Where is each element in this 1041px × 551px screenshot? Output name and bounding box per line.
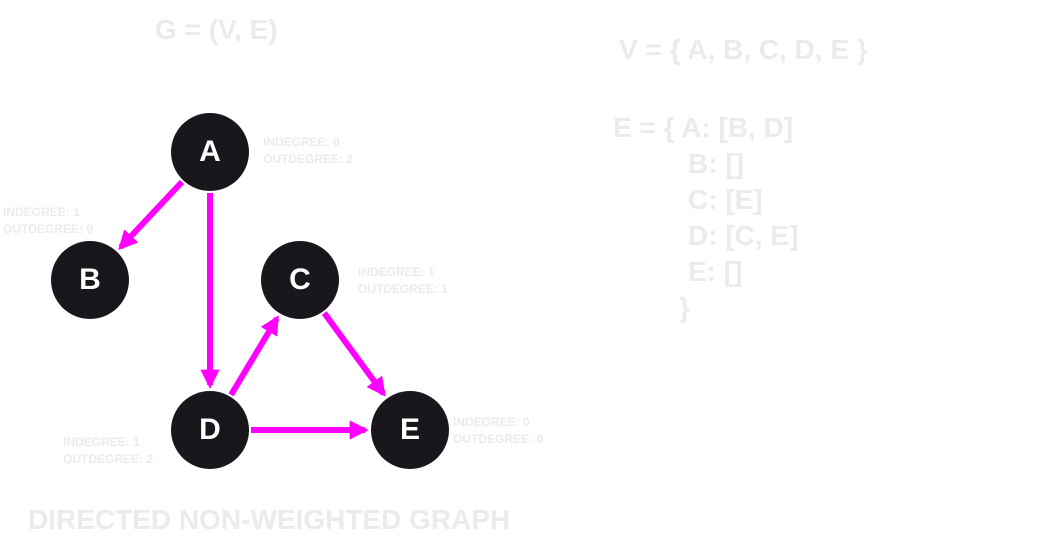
outdegree-d: OUTDEGREE: 2	[63, 452, 154, 466]
indegree-a: INDEGREE: 0	[263, 135, 340, 149]
node-circle-b	[51, 241, 129, 319]
node-circle-a	[171, 113, 249, 191]
vertex-set: V = { A, B, C, D, E }	[619, 34, 868, 65]
degree-label-e: INDEGREE: 0 OUTDEGREE: 0	[453, 414, 543, 448]
edge-set-line: D: [C, E]	[688, 220, 799, 251]
node-label-c: C	[289, 263, 311, 296]
edge-a-b	[118, 179, 185, 250]
node-label-e: E	[400, 413, 420, 446]
node-circle-c	[261, 241, 339, 319]
edge-set-line: }	[679, 292, 690, 323]
edge-set-line: E = { A: [B, D]	[613, 112, 794, 143]
node-circle-e	[371, 391, 449, 469]
degree-label-c: INDEGREE: 1 OUTDEGREE: 1	[358, 264, 448, 298]
outdegree-c: OUTDEGREE: 1	[358, 282, 449, 296]
edges-layer	[118, 179, 386, 440]
degree-label-a: INDEGREE: 0 OUTDEGREE: 2	[263, 134, 353, 168]
edge-set-line: C: [E]	[688, 184, 763, 215]
indegree-d: INDEGREE: 1	[63, 435, 140, 449]
graph-type-caption: DIRECTED NON-WEIGHTED GRAPH	[28, 504, 511, 535]
outdegree-e: OUTDEGREE: 0	[453, 432, 544, 446]
node-d: D	[171, 391, 249, 469]
node-a: A	[171, 113, 249, 191]
edge-set-line: E: []	[688, 256, 743, 287]
node-e: E	[371, 391, 449, 469]
node-label-b: B	[79, 263, 101, 296]
edge-c-e	[321, 311, 386, 397]
graph-title: G = (V, E)	[155, 14, 278, 45]
degree-label-b: INDEGREE: 1 OUTDEGREE: 0	[3, 204, 93, 238]
indegree-e: INDEGREE: 0	[453, 415, 530, 429]
outdegree-a: OUTDEGREE: 2	[263, 152, 354, 166]
outdegree-b: OUTDEGREE: 0	[3, 222, 94, 236]
node-label-d: D	[199, 413, 221, 446]
node-circle-d	[171, 391, 249, 469]
node-b: B	[51, 241, 129, 319]
indegree-b: INDEGREE: 1	[3, 205, 80, 219]
edge-set-line: B: []	[688, 148, 744, 179]
node-label-a: A	[199, 135, 221, 168]
nodes-layer: A B C D E	[51, 113, 449, 469]
degree-label-d: INDEGREE: 1 OUTDEGREE: 2	[63, 434, 153, 468]
node-c: C	[261, 241, 339, 319]
indegree-c: INDEGREE: 1	[358, 265, 435, 279]
edge-d-c	[228, 315, 280, 397]
edge-set: E = { A: [B, D] B: [] C: [E] D: [C, E] E…	[613, 110, 798, 326]
